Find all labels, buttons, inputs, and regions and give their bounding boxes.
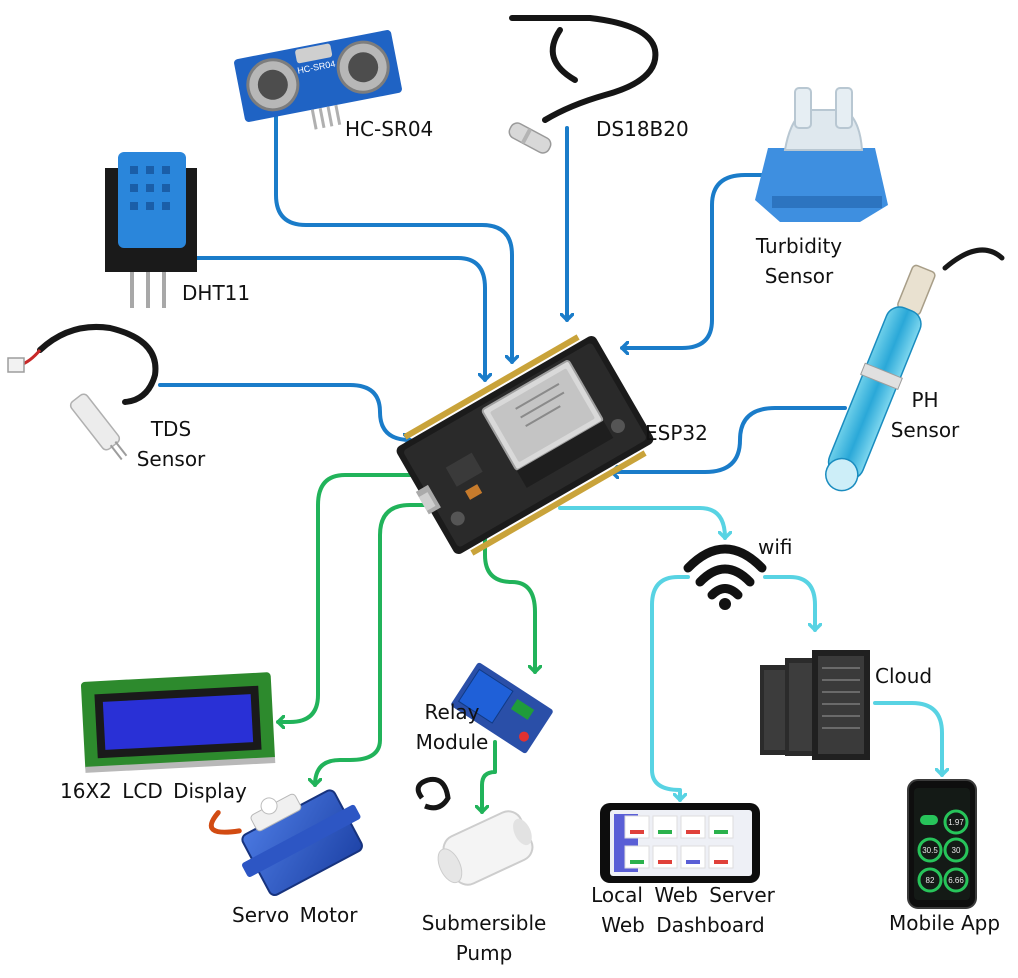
local-web-label-line2: Web Dashboard [601,913,765,937]
wire-esp-wifi [558,506,725,540]
wire-dht11 [173,256,485,382]
cloud-servers-icon [760,650,870,760]
turbidity-label-line2: Sensor [764,264,834,288]
submersible-pump [415,776,534,886]
hc-sr04-module: HC-SR04 [234,30,402,130]
wire-tds [158,383,412,440]
ds18b20-label: DS18B20 [596,117,689,141]
pump-label-line2: Pump [455,941,513,965]
wire-wifi-local [650,575,690,802]
pump-label-line1: Submersible [421,911,547,935]
servo-label: Servo Motor [232,903,358,927]
hc-sr04-label: HC-SR04 [345,117,434,141]
ph-label: PH Sensor [891,385,960,445]
tds-label-line1: TDS [150,417,192,441]
turbidity-label-line1: Turbidity [755,234,843,258]
tds-sensor [7,324,159,461]
wire-hcsr04 [274,108,512,364]
ph-label-line1: PH [911,388,939,412]
wire-turbidity [620,173,767,348]
turbidity-label: Turbidity Sensor [756,231,842,291]
wire-relay [483,503,535,674]
dht11-label: DHT11 [182,281,251,305]
wifi-icon [683,544,767,610]
lcd-display [80,672,276,773]
phone-reading-5: 6.66 [948,876,964,885]
web-dashboard-tablet [600,803,760,883]
wire-pump [482,740,497,814]
local-web-label-line1: Local Web Server [591,883,775,907]
tds-label: TDS Sensor [137,414,206,474]
wire-cloud-mobile [873,701,942,777]
ds18b20-probe [508,15,659,154]
relay-module [451,662,553,754]
wire-wifi-cloud [763,575,815,632]
mobile-phone: 1.97 30.5 30 82 6.66 [907,779,977,909]
phone-reading-3: 30 [952,846,961,855]
wire-lcd [276,473,427,722]
lcd-label: 16X2 LCD Display [60,779,247,803]
relay-label-line2: Module [415,730,489,754]
wire-servo [315,503,480,787]
tds-label-line2: Sensor [136,447,206,471]
phone-reading-2: 30.5 [922,846,938,855]
turbidity-sensor [755,87,888,222]
wifi-label: wifi [758,535,793,559]
wire-ph [610,406,847,472]
phone-reading-4: 82 [926,876,935,885]
pump-label: Submersible Pump [422,908,547,968]
cloud-label: Cloud [875,664,933,688]
ph-probe [825,247,1005,492]
ph-label-line2: Sensor [890,418,960,442]
esp32-board [396,334,654,556]
relay-label-line1: Relay [424,700,480,724]
local-web-label: Local Web Server Web Dashboard [591,880,775,940]
esp32-label: ESP32 [645,421,708,445]
servo-motor [208,789,363,897]
mobile-app-label: Mobile App [889,911,1001,935]
relay-label: Relay Module [416,697,489,757]
dht11-module [105,152,197,308]
phone-reading-1: 1.97 [948,818,964,827]
